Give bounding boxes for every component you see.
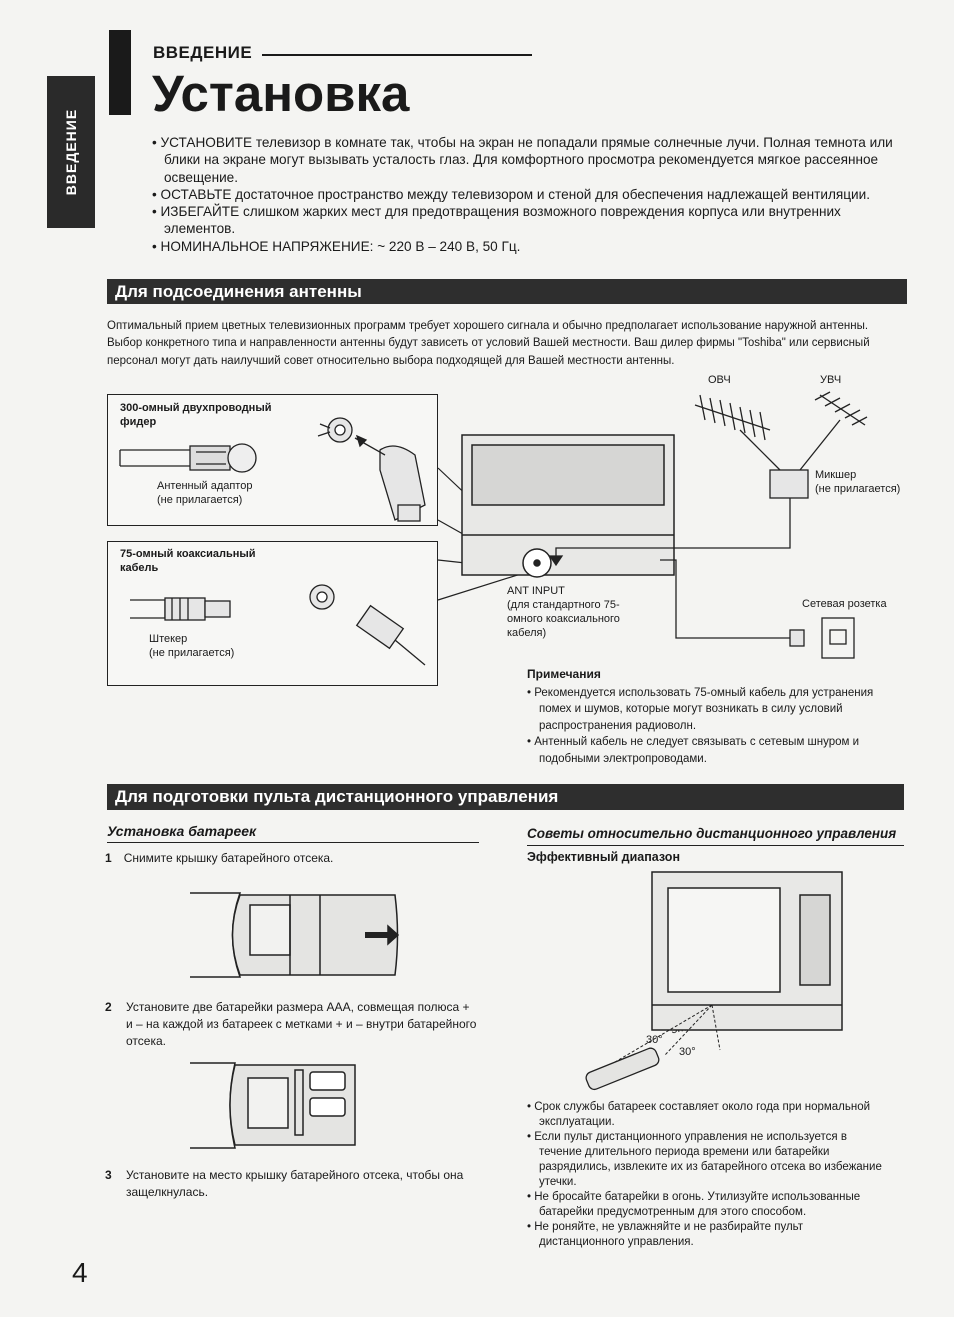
title-marker-bar: [109, 30, 131, 115]
step-text: Установите на место крышку батарейного о…: [126, 1168, 464, 1199]
tip-item: • Не бросайте батарейки в огонь. Утилизу…: [527, 1191, 861, 1218]
intro-item: • УСТАНОВИТЕ телевизор в комнате так, чт…: [152, 135, 893, 185]
uhf-antenna-illustration: [799, 391, 868, 471]
range-angle-left: 30°: [646, 1034, 663, 1046]
remote-tips: • Срок службы батареек составляет около …: [527, 1100, 887, 1250]
adapter-note: (не прилагается): [157, 494, 243, 506]
step-text: Снимите крышку батарейного отсека.: [123, 851, 334, 865]
callout-lines: [437, 467, 531, 601]
range-angle-right: 30°: [679, 1046, 696, 1058]
antenna-heading: Для подсоединения антенны: [107, 279, 907, 304]
tip-item: • Если пульт дистанционного управления н…: [527, 1131, 882, 1188]
side-tab: ВВЕДЕНИЕ: [47, 76, 95, 228]
uhf-label: УВЧ: [820, 374, 842, 386]
notes-title: Примечания: [527, 667, 601, 681]
intro-item: • ОСТАВЬТЕ достаточное пространство межд…: [152, 186, 870, 202]
battery-title-rule: [107, 842, 479, 843]
range-title: Эффективный диапазон: [527, 850, 680, 864]
feeder-title: 300-омный двухпроводный фидер: [120, 402, 272, 428]
vhf-antenna-illustration: [694, 394, 781, 471]
mixer-label: Микшер: [815, 469, 857, 481]
remote-control-illustration: [585, 1047, 660, 1091]
antenna-notes: Примечания • Рекомендуется использовать …: [527, 666, 907, 767]
page-title: Установка: [152, 65, 410, 122]
ant-input-label: ANT INPUT: [507, 585, 565, 597]
tip-item: • Не роняйте, не увлажняйте и не разбира…: [527, 1221, 804, 1248]
mixer-note: (не прилагается): [815, 483, 901, 495]
section-label: ВВЕДЕНИЕ: [153, 43, 253, 62]
step-number: 2: [105, 1000, 112, 1014]
mixer-illustration: [548, 469, 809, 567]
intro-item: • ИЗБЕГАЙТЕ слишком жарких мест для пред…: [152, 204, 841, 237]
step-number: 1: [105, 851, 112, 865]
adapter-label: Антенный адаптор: [157, 480, 253, 492]
step-number: 3: [105, 1168, 112, 1182]
remote-cover-off-illustration: [190, 892, 400, 978]
page-number: 4: [72, 1257, 88, 1288]
step-1: 1 Снимите крышку батарейного отсека.: [105, 850, 485, 867]
plug-note: (не прилагается): [149, 647, 235, 659]
battery-title: Установка батареек: [107, 823, 257, 839]
ant-input-note: (для стандартного 75-омного коаксиальног…: [507, 599, 620, 639]
tips-title: Советы относительно дистанционного управ…: [527, 826, 897, 841]
step-text: Установите две батарейки размера AAA, со…: [126, 1000, 477, 1048]
remote-heading: Для подготовки пульта дистанционного упр…: [107, 784, 904, 810]
intro-item: • НОМИНАЛЬНОЕ НАПРЯЖЕНИЕ: ~ 220 В – 240 …: [152, 238, 521, 254]
note-item: • Рекомендуется использовать 75-омный ка…: [527, 686, 874, 732]
remote-batteries-illustration: [190, 1062, 356, 1149]
tv-rear-illustration: [461, 434, 675, 578]
coax-title: 75-омный коаксиальный кабель: [120, 548, 256, 574]
tv-front-illustration: [651, 871, 843, 1031]
range-distance: 5m: [669, 1021, 688, 1037]
range-lines: [609, 1004, 721, 1066]
note-item: • Антенный кабель не следует связывать с…: [527, 736, 860, 765]
tips-title-rule: [527, 845, 904, 846]
tip-item: • Срок службы батареек составляет около …: [527, 1101, 871, 1128]
side-tab-label: ВВЕДЕНИЕ: [63, 108, 79, 196]
plug-label: Штекер: [149, 633, 188, 645]
vhf-label: ОВЧ: [708, 374, 731, 386]
antenna-paragraph: Оптимальный прием цветных телевизионных …: [107, 320, 870, 367]
intro-list: • УСТАНОВИТЕ телевизор в комнате так, чт…: [152, 134, 912, 255]
outlet-label: Сетевая розетка: [802, 598, 887, 610]
section-rule: [262, 54, 532, 56]
